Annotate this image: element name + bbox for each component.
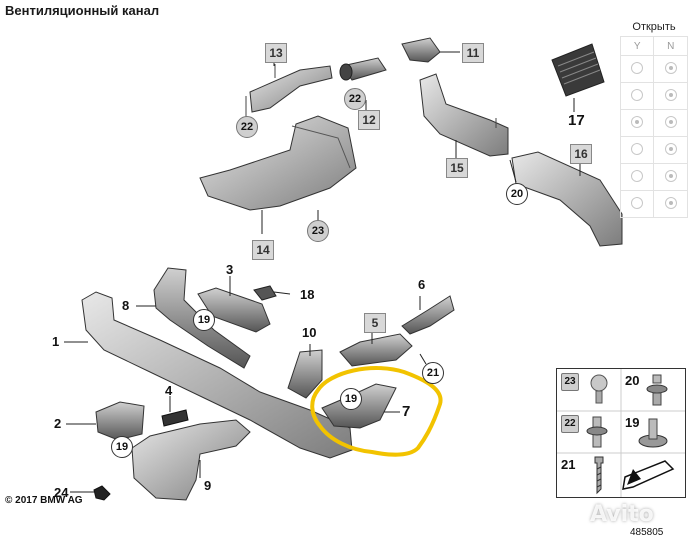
part-14-shape [199, 115, 357, 211]
legend-21: 21 [561, 457, 576, 472]
radio-y-1[interactable] [619, 55, 655, 83]
part-6-shape [401, 295, 455, 335]
callout-10[interactable]: 10 [302, 325, 317, 340]
radio-y-4[interactable] [619, 136, 655, 164]
callout-22-top[interactable]: 22 [344, 88, 366, 110]
legend-20: 20 [625, 373, 640, 388]
col-n-label: N [653, 36, 688, 56]
callout-3[interactable]: 3 [226, 262, 234, 277]
callout-8[interactable]: 8 [122, 298, 130, 313]
legend-22: 22 [561, 415, 579, 433]
callout-22-left[interactable]: 22 [236, 116, 258, 138]
copyright-text: © 2017 BMW AG [5, 495, 83, 506]
callout-13[interactable]: 13 [265, 43, 287, 63]
document-number: 485805 [630, 527, 664, 538]
radio-n-6[interactable] [653, 190, 688, 218]
part-15-shape [419, 73, 509, 157]
avito-watermark: Avito [590, 502, 654, 527]
legend-19: 19 [625, 415, 640, 430]
callout-11[interactable]: 11 [462, 43, 484, 63]
radio-n-5[interactable] [653, 163, 688, 191]
callout-24[interactable]: 24 [54, 485, 69, 500]
callout-2[interactable]: 2 [54, 416, 62, 431]
part-13-shape [249, 65, 333, 113]
radio-y-6[interactable] [619, 190, 655, 218]
callout-9[interactable]: 9 [204, 478, 212, 493]
part-11-shape [401, 37, 441, 63]
part-1-shape [81, 291, 353, 459]
selection-table: Открыть Y N [619, 18, 688, 218]
callout-23[interactable]: 23 [307, 220, 329, 242]
callout-14[interactable]: 14 [252, 240, 274, 260]
legend-23: 23 [561, 373, 579, 391]
callout-19-upper[interactable]: 19 [193, 309, 215, 331]
col-y-label: Y [619, 36, 655, 56]
part-2-shape [95, 401, 145, 441]
radio-n-1[interactable] [653, 55, 688, 83]
callout-17[interactable]: 17 [568, 112, 585, 129]
callout-16[interactable]: 16 [570, 144, 592, 164]
highlight-outline [310, 366, 443, 457]
callout-5[interactable]: 5 [364, 313, 386, 333]
part-10-shape [287, 349, 323, 399]
part-18-shape [253, 285, 277, 301]
radio-y-5[interactable] [619, 163, 655, 191]
callout-19-middle[interactable]: 19 [340, 388, 362, 410]
radio-y-3[interactable] [619, 109, 655, 137]
callout-20[interactable]: 20 [506, 183, 528, 205]
callout-19-lower[interactable]: 19 [111, 436, 133, 458]
fastener-legend: 23 20 22 19 21 [556, 368, 686, 498]
callout-15[interactable]: 15 [446, 158, 468, 178]
part-16-shape [511, 151, 623, 247]
radio-n-4[interactable] [653, 136, 688, 164]
callout-18[interactable]: 18 [300, 287, 315, 302]
part-4-shape [161, 409, 189, 427]
callout-12[interactable]: 12 [358, 110, 380, 130]
radio-y-2[interactable] [619, 82, 655, 110]
part-9-shape [131, 419, 251, 501]
table-header: Открыть [632, 21, 676, 33]
callout-1[interactable]: 1 [52, 334, 60, 349]
callout-7[interactable]: 7 [402, 403, 411, 420]
part-17-shape [551, 43, 605, 97]
page-title: Вентиляционный канал [5, 3, 160, 18]
part-5-shape [339, 333, 413, 367]
callout-4[interactable]: 4 [165, 383, 173, 398]
radio-n-2[interactable] [653, 82, 688, 110]
radio-n-3[interactable] [653, 109, 688, 137]
part-24-shape [93, 485, 111, 501]
legend-artwork [557, 369, 685, 497]
callout-6[interactable]: 6 [418, 277, 426, 292]
callout-21[interactable]: 21 [422, 362, 444, 384]
